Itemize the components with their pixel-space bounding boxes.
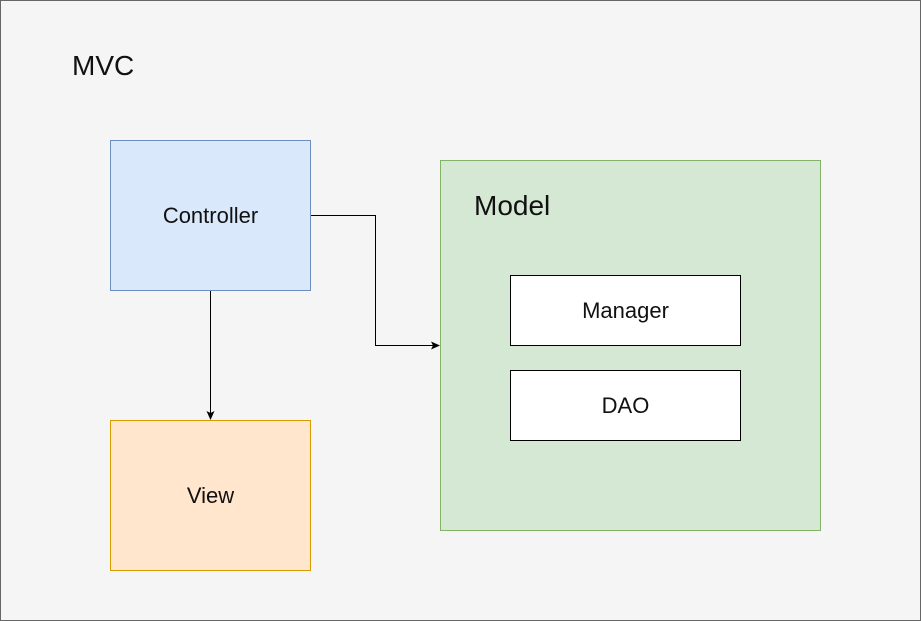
diagram-title: MVC xyxy=(72,50,135,81)
controller-label: Controller xyxy=(162,202,259,228)
manager-label: Manager xyxy=(582,297,669,323)
model-label: Model xyxy=(474,190,551,221)
view-label: View xyxy=(186,482,235,508)
view-node[interactable]: View xyxy=(110,420,311,571)
manager-node[interactable]: Manager xyxy=(510,275,741,346)
controller-node[interactable]: Controller xyxy=(110,140,311,291)
dao-node[interactable]: DAO xyxy=(510,370,741,441)
dao-label: DAO xyxy=(601,392,650,418)
